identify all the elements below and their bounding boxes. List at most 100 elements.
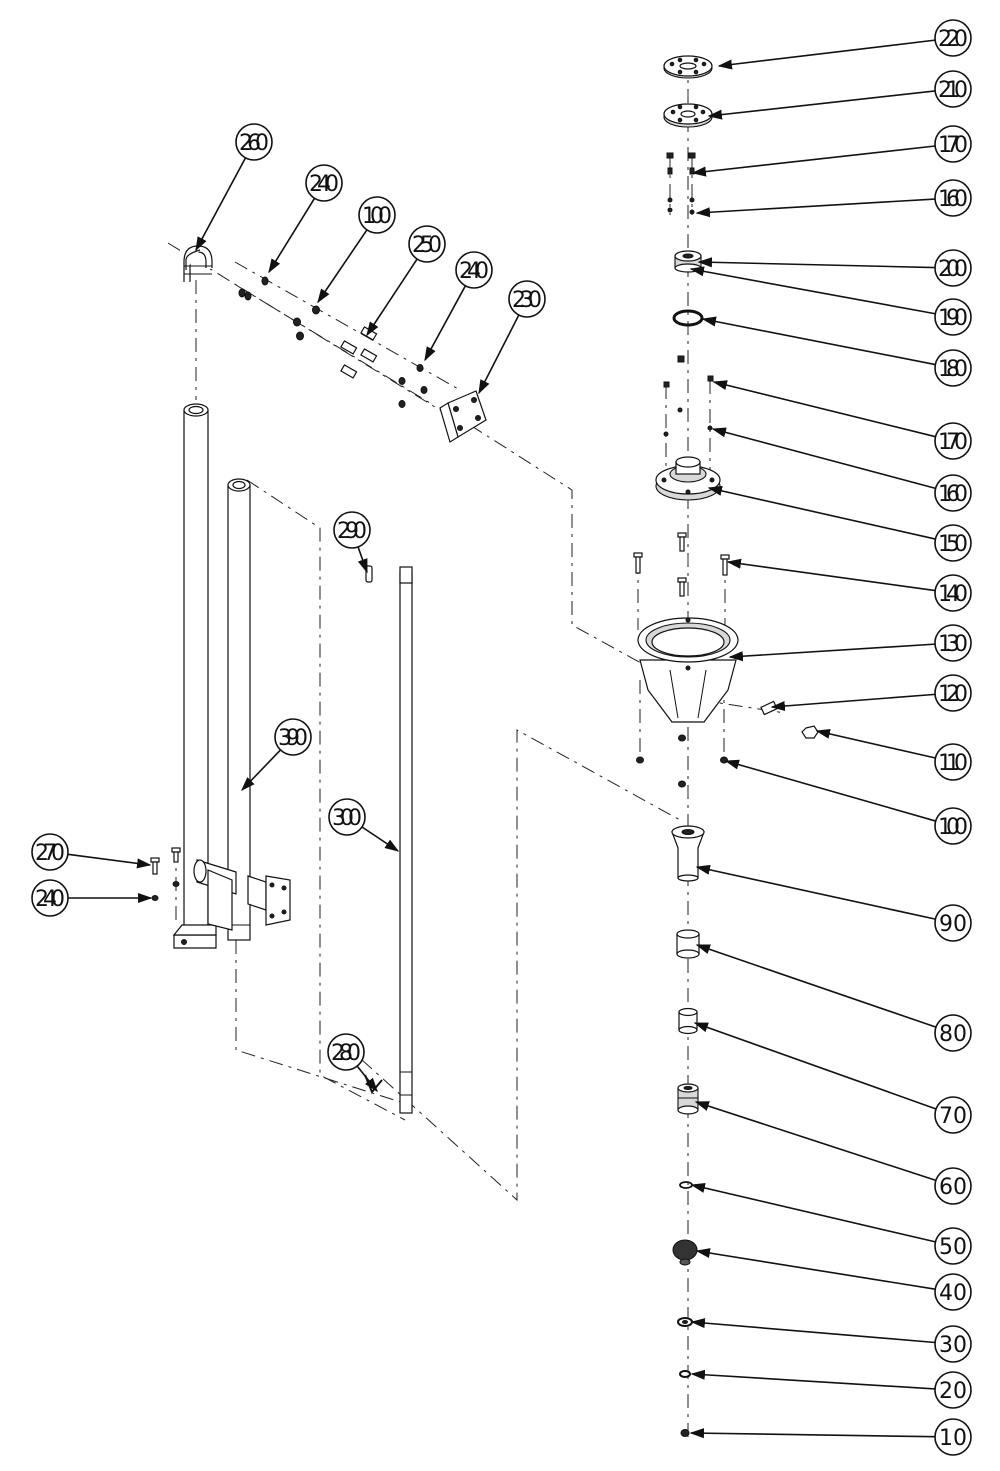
leader-line — [691, 145, 936, 177]
leader-line — [711, 427, 936, 490]
ring-50 — [679, 1181, 693, 1189]
callout-bubble — [31, 879, 69, 917]
callout-260: 260 — [195, 123, 273, 252]
washer-30 — [677, 1317, 693, 1327]
leader-line — [707, 485, 936, 540]
callout-label: 90 — [939, 912, 967, 937]
callout-10: 10 — [689, 1418, 972, 1456]
callout-280: 280 — [327, 1033, 378, 1093]
callout-80: 80 — [695, 944, 972, 1052]
callout-label: 200 — [938, 257, 968, 282]
callout-label: 150 — [938, 532, 968, 557]
callout-label: 10 — [939, 1426, 967, 1451]
u-bolt-260 — [183, 245, 213, 282]
callout-20: 20 — [690, 1369, 972, 1409]
leader-line — [712, 380, 936, 438]
callout-layer: 2202101701602001901801701601501401301201… — [31, 19, 972, 1456]
callout-bubble — [333, 511, 371, 549]
leader-line — [690, 1318, 936, 1344]
screws-170-top — [666, 152, 696, 215]
callout-label: 160 — [938, 482, 968, 507]
callout-label: 190 — [938, 306, 968, 331]
callout-bubble — [934, 1325, 972, 1363]
callout-300: 300 — [328, 798, 400, 852]
callout-bubble — [934, 1227, 972, 1265]
plate-220 — [663, 55, 713, 79]
callout-label: 100 — [362, 204, 392, 229]
callout-160: 160 — [695, 179, 972, 218]
callout-label: 220 — [938, 27, 968, 52]
leader-line — [317, 229, 368, 304]
callout-label: 110 — [938, 751, 968, 776]
bolts-250 — [340, 326, 378, 379]
leader-line — [695, 1248, 936, 1290]
callout-bubble — [934, 249, 972, 287]
callout-label: 240 — [309, 172, 339, 197]
callout-bubble — [328, 798, 366, 836]
callout-210: 210 — [707, 70, 972, 120]
leader-line — [701, 316, 936, 366]
callout-220: 220 — [717, 19, 972, 70]
callout-label: 120 — [938, 682, 968, 707]
callout-label: 140 — [938, 582, 968, 607]
callout-bubble — [455, 251, 493, 289]
callout-bubble — [934, 904, 972, 942]
callout-bubble — [934, 298, 972, 336]
callout-label: 300 — [332, 806, 362, 831]
leader-line — [690, 1369, 936, 1390]
callout-180: 180 — [701, 316, 972, 387]
callout-label: 100 — [938, 815, 968, 840]
callout-bubble — [31, 833, 69, 871]
leader-line — [424, 285, 467, 362]
callout-label: 250 — [412, 233, 442, 258]
leader-line — [689, 266, 936, 315]
cap-nut-110 — [801, 725, 819, 739]
leader-line — [357, 546, 368, 574]
leader-line — [689, 1428, 936, 1439]
callout-240: 240 — [424, 251, 493, 362]
callout-140: 140 — [726, 558, 972, 612]
leader-line — [356, 1065, 378, 1093]
leader-line — [697, 257, 936, 269]
callout-bubble — [934, 1167, 972, 1205]
callout-bubble — [508, 280, 546, 318]
leader-line — [693, 1022, 937, 1110]
callout-bubble — [934, 1273, 972, 1311]
callout-150: 150 — [707, 485, 972, 562]
leader-line — [728, 643, 936, 662]
callout-200: 200 — [697, 249, 972, 287]
bearing-cup-130 — [637, 617, 739, 723]
callout-120: 120 — [770, 674, 972, 712]
callout-label: 30 — [939, 1333, 967, 1358]
callout-bubble — [934, 474, 972, 512]
leader-line — [268, 197, 316, 274]
callout-30: 30 — [690, 1318, 972, 1363]
leader-line — [241, 749, 282, 792]
fitting-120 — [760, 700, 778, 716]
hub-200-190 — [674, 250, 702, 273]
key-290 — [365, 565, 373, 583]
callout-label: 160 — [938, 187, 968, 212]
callout-170: 170 — [691, 125, 972, 177]
leader-line — [67, 853, 152, 869]
leader-line — [695, 944, 937, 1028]
leader-line — [707, 90, 936, 120]
leader-line — [695, 198, 936, 218]
screws-170-160-mid — [663, 355, 714, 437]
callout-label: 290 — [337, 519, 367, 544]
callout-60: 60 — [694, 1101, 972, 1205]
nuts-100 — [636, 734, 728, 788]
callout-190: 190 — [689, 266, 972, 336]
washer-20 — [679, 1370, 691, 1378]
callout-bubble — [934, 1371, 972, 1409]
bushing-70 — [678, 1007, 698, 1035]
leader-line — [724, 759, 936, 822]
callout-bubble — [934, 1014, 972, 1052]
callout-bubble — [934, 422, 972, 460]
callout-170: 170 — [712, 380, 972, 460]
callout-230: 230 — [478, 280, 546, 395]
ball-40 — [672, 1239, 698, 1266]
tube-post-390 — [193, 478, 291, 941]
callout-bubble — [934, 574, 972, 612]
